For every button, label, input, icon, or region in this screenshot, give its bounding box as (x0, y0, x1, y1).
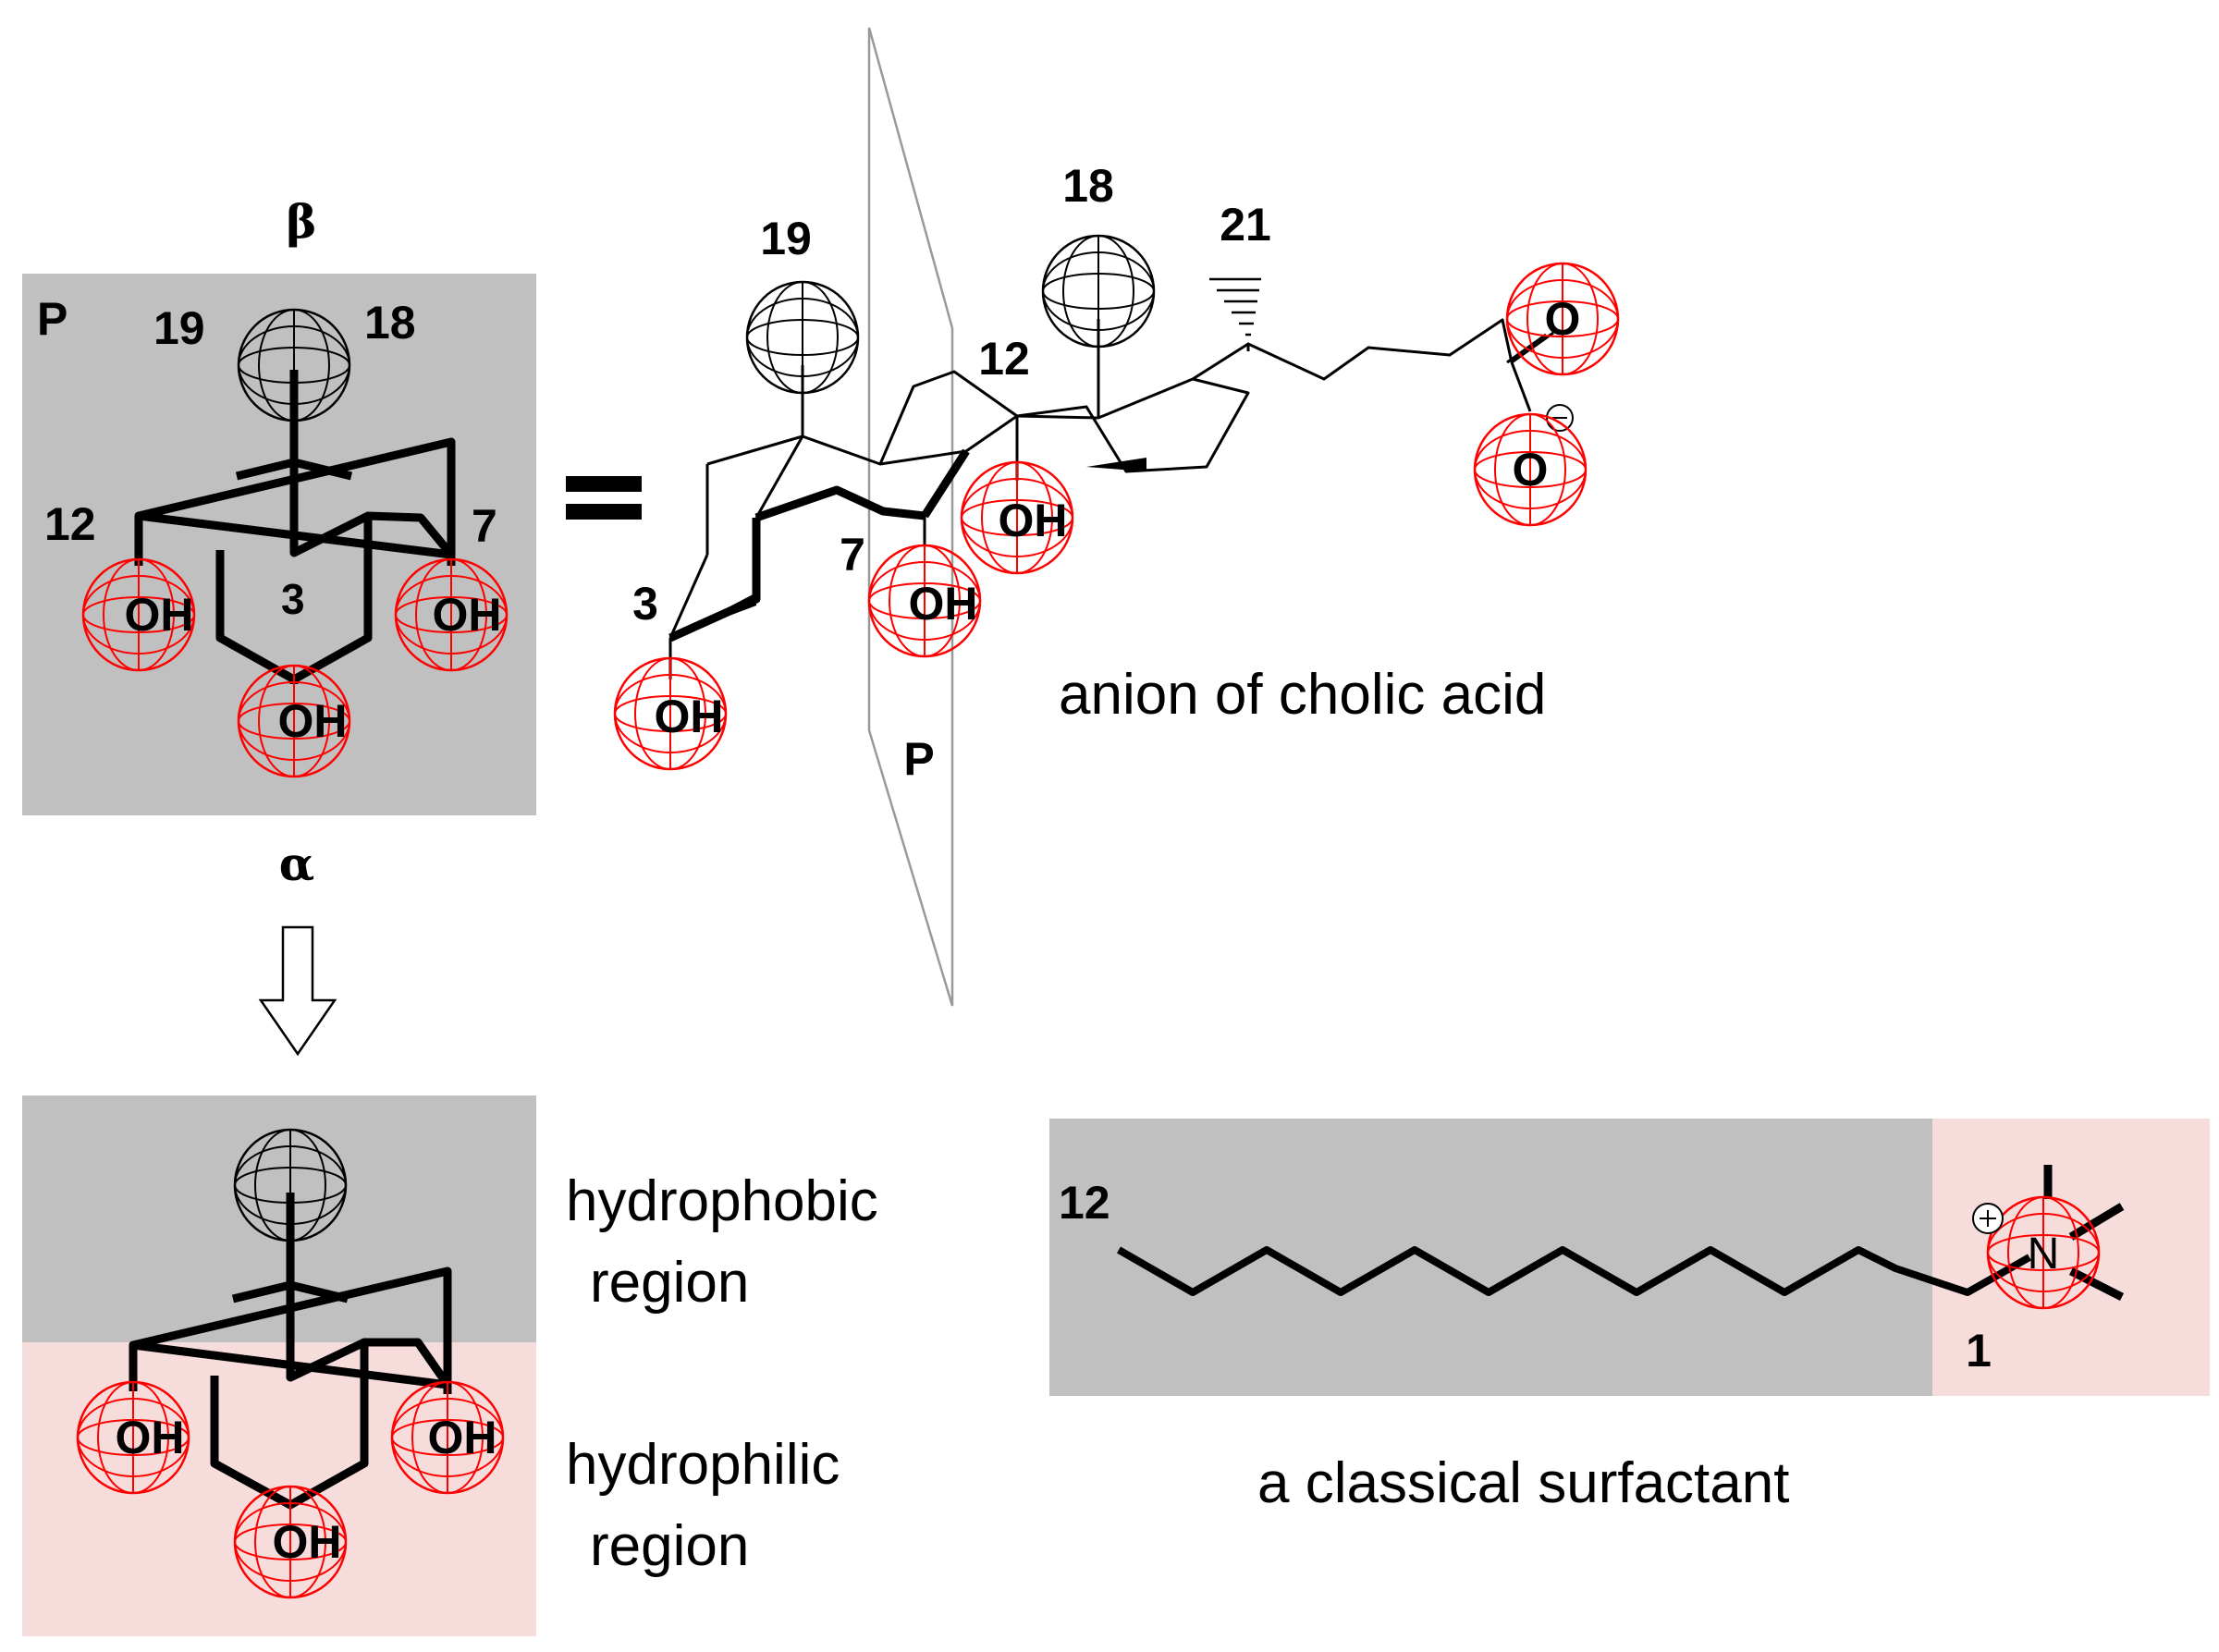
c7-label-cholic: 7 (840, 529, 865, 581)
region-model: OH OH OH hydrophobic region hydrophilic … (22, 1095, 878, 1636)
c18-label-cholic: 18 (1062, 160, 1114, 212)
oh-label-3: OH (278, 695, 348, 747)
c21-label-cholic: 21 (1220, 199, 1271, 251)
down-arrow (258, 925, 337, 1057)
alkyl-chain (1117, 1246, 2031, 1296)
surfactant-hydrophilic-panel (1932, 1119, 2210, 1396)
surfactant-c1-label: 1 (1966, 1325, 1992, 1377)
c12-label-cholic: 12 (978, 333, 1030, 385)
mirror-plane (867, 27, 954, 1007)
cholic-acid-structure: P (613, 27, 1620, 1007)
equals-sign (566, 476, 642, 520)
oh-label-lower-7: OH (428, 1412, 497, 1463)
wedge-bond-3 (670, 593, 756, 638)
oh-label-lower-3: OH (273, 1516, 342, 1568)
oh-label-c12: OH (999, 495, 1068, 546)
plane-label: P (37, 293, 67, 345)
oh-label-c7: OH (909, 578, 978, 630)
surfactant-hydrophobic-panel (1049, 1119, 1932, 1396)
hydrophobic-label-line2: region (590, 1251, 749, 1315)
c3-label: 3 (281, 575, 305, 623)
oh-label-12: OH (125, 589, 194, 641)
surfactant-structure: N 12 1 a classical surfactant (1049, 1119, 2210, 1515)
oh-label-lower-12: OH (116, 1412, 185, 1463)
alpha-face-label: α (279, 837, 314, 891)
c12-label: 12 (44, 498, 96, 550)
methyl-sphere-18 (1041, 234, 1156, 349)
beta-face-label: β (286, 194, 316, 249)
c19-label: 19 (153, 302, 205, 354)
carboxylate-o-label-1: O (1545, 293, 1581, 345)
c7-label: 7 (472, 500, 497, 552)
c18-label: 18 (364, 297, 416, 349)
hash-bond-21 (1209, 277, 1261, 337)
hydrophobic-label-line1: hydrophobic (566, 1169, 878, 1233)
wedge-bond-14 (1086, 458, 1146, 471)
c3-label-cholic: 3 (632, 578, 658, 630)
hydrophilic-label-line1: hydrophilic (566, 1433, 840, 1497)
carboxylate-o-label-2: O (1513, 444, 1549, 496)
methyl-bonds (2043, 1165, 2125, 1302)
nitrogen-label: N (2028, 1230, 2060, 1279)
oh-label-7: OH (433, 589, 502, 641)
plane-label-cholic: P (903, 733, 934, 785)
hydrophilic-label-line2: region (590, 1514, 749, 1578)
c19-label-cholic: 19 (760, 213, 812, 264)
cholic-caption: anion of cholic acid (1059, 663, 1546, 727)
facial-model-top: β α P 19 18 12 7 3 OH OH OH (22, 194, 536, 891)
methyl-sphere-19 (745, 280, 860, 395)
oh-label-c3: OH (655, 691, 724, 742)
surfactant-c12-label: 12 (1059, 1177, 1110, 1229)
surfactant-caption: a classical surfactant (1257, 1451, 1789, 1515)
